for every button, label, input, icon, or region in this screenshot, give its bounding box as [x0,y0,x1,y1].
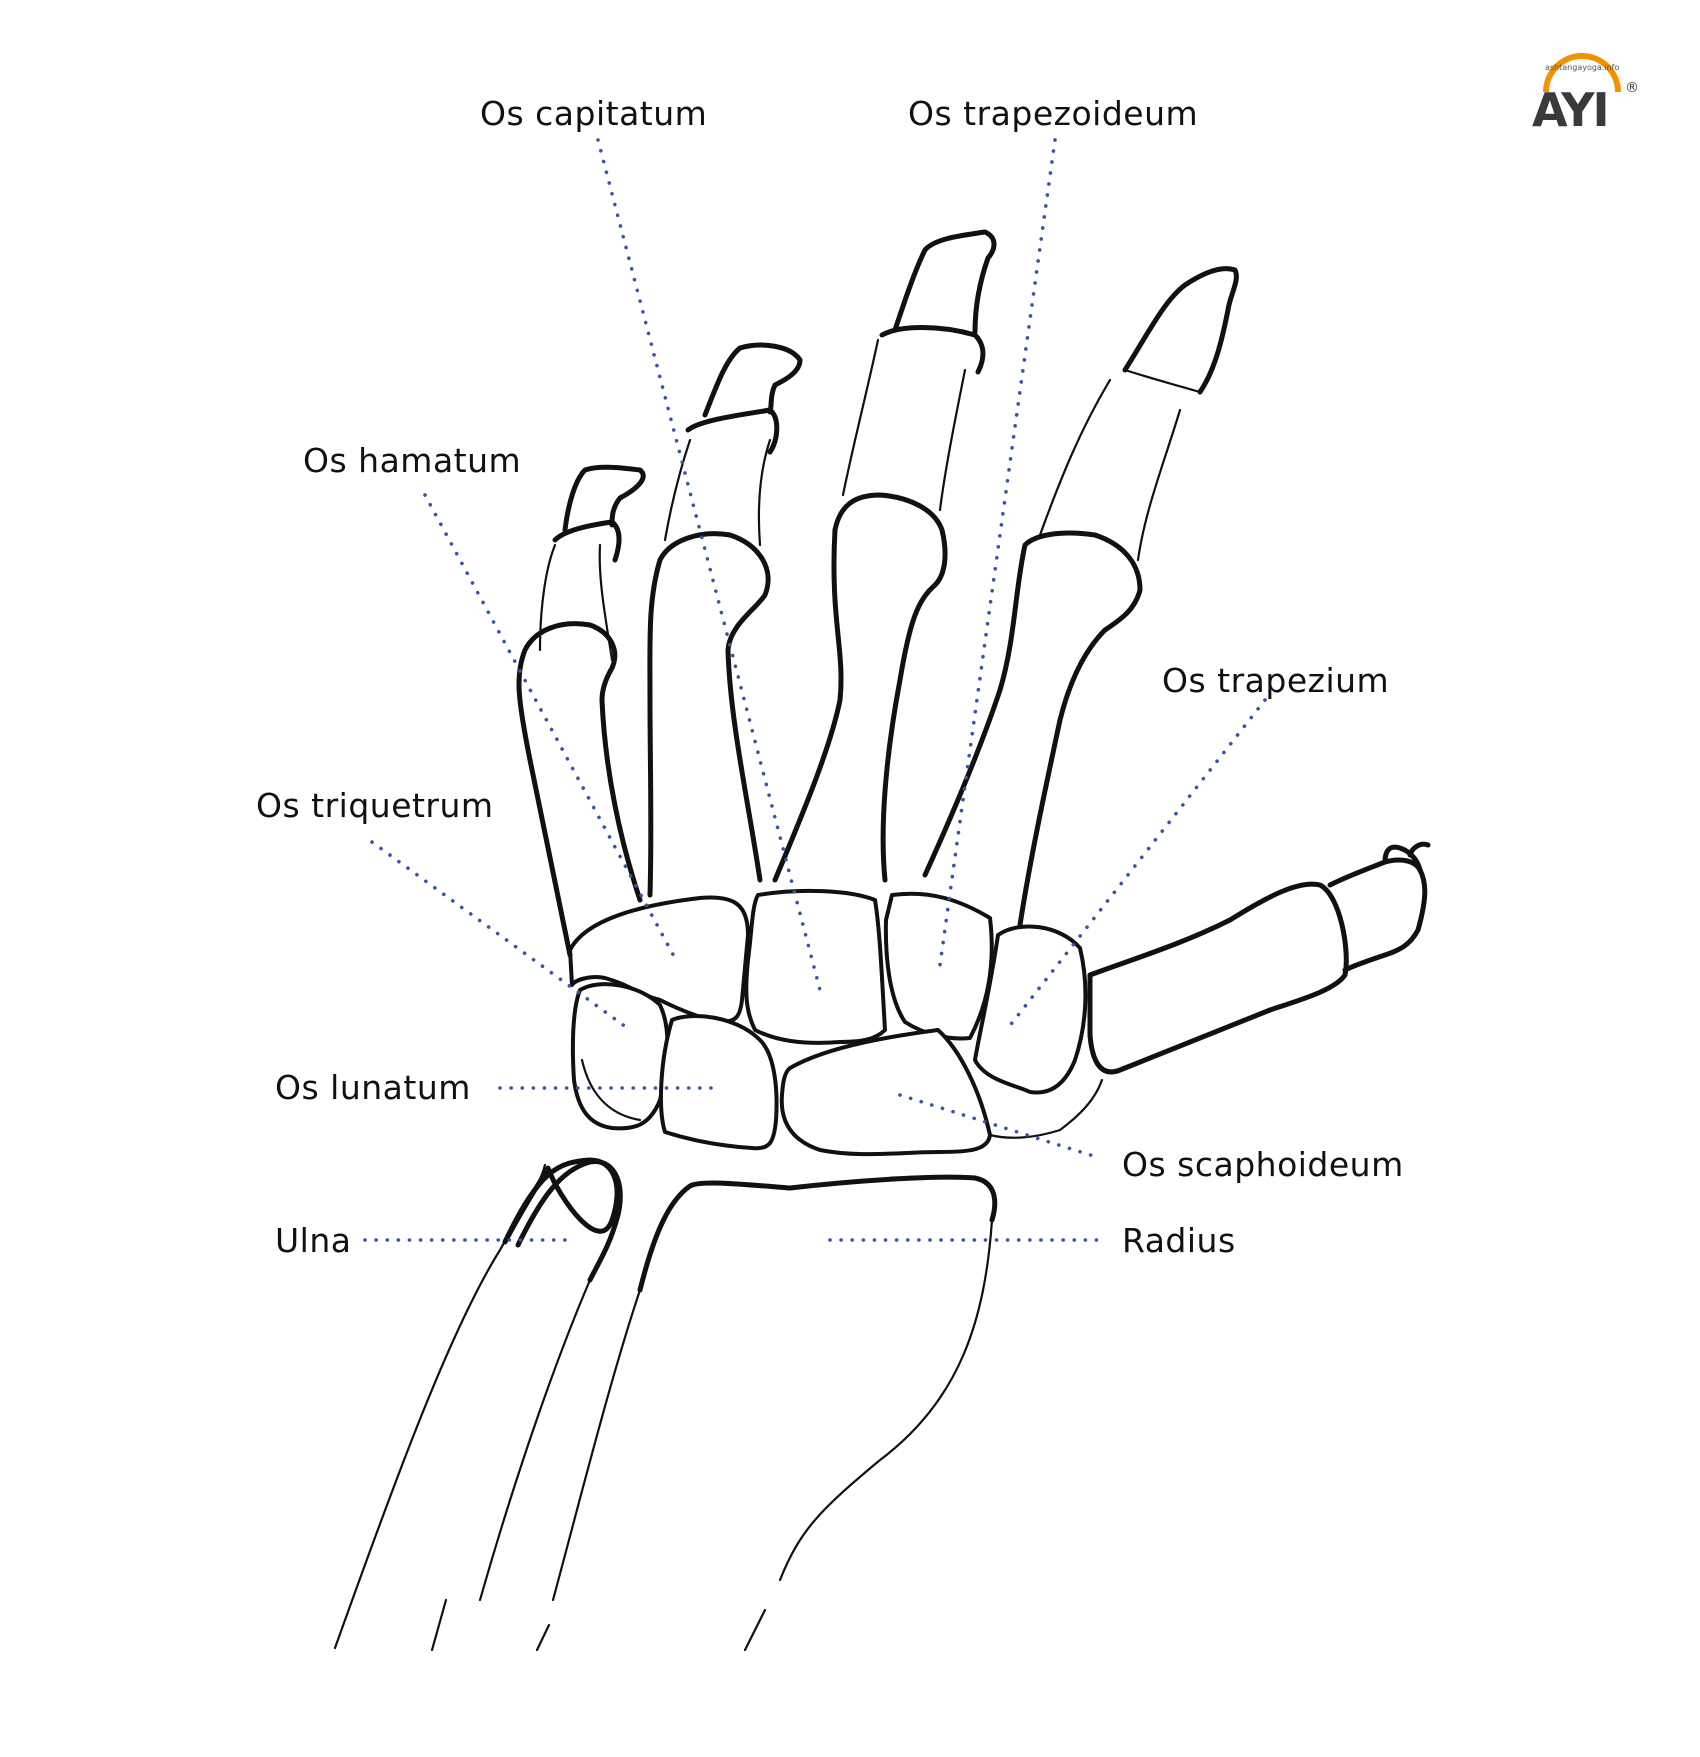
index-finger-proximal [1038,378,1182,562]
leader-lines [363,138,1267,1242]
ulna-break-1 [430,1598,448,1652]
logo-arc-text: ashtangayoga.info [1545,63,1619,72]
middle-finger-joint [879,325,986,375]
scaphoideum-bone [779,1028,992,1157]
ring-finger-joint [685,407,780,455]
little-finger-tip [562,464,646,533]
ring-finger-metacarpal [647,531,771,898]
ulna-head [502,1157,620,1245]
index-finger-tip [1122,266,1239,395]
logo-registered-mark: ® [1625,80,1639,96]
radius-left-shaft [551,1288,642,1602]
thumb-metacarpal [1087,881,1349,1075]
little-finger-proximal [538,543,614,662]
middle-finger-metacarpal [772,492,948,883]
ring-finger-proximal [663,438,772,547]
carpal-bones [568,888,1104,1157]
radius-break [743,1608,767,1652]
thumb-tip [1382,841,1431,873]
radius-top [637,1174,998,1293]
leader-hamatum [423,493,678,962]
ayi-logo: ashtangayoga.info AYI ® [1532,53,1639,137]
ulna-top [515,1159,623,1283]
trapezium-bone [973,924,1088,1095]
little-finger-metacarpal [516,621,643,958]
leader-trapezoideum [938,138,1057,967]
scaphoideum-edge [988,1078,1104,1139]
triquetrum-pisiform [580,1058,642,1122]
index-finger-metacarpal [922,530,1143,928]
ring-finger-tip [702,342,803,418]
label-os-hamatum: Os hamatum [303,441,521,480]
leader-capitatum [596,138,822,992]
leader-triquetrum [370,840,632,1032]
radius-right-shaft [778,1218,994,1582]
finger-bones [516,229,1431,1075]
thumb-phalanx [1327,857,1428,973]
index-finger-joint [1123,368,1202,394]
ulna-shaft-right [478,1278,592,1602]
label-ulna: Ulna [275,1221,351,1260]
leader-scaphoideum [898,1093,1102,1160]
labels: Os capitatum Os trapezoideum Os hamatum … [256,94,1404,1260]
forearm [333,1157,998,1652]
logo-orange-arc [1543,53,1621,93]
label-os-scaphoideum: Os scaphoideum [1122,1145,1404,1184]
label-os-lunatum: Os lunatum [275,1068,471,1107]
trapezoideum-bone [883,891,994,1041]
lunatum-bone [658,1014,779,1151]
label-os-trapezium: Os trapezium [1162,661,1389,700]
middle-finger-tip [892,229,997,335]
leader-trapezium [1006,698,1267,1030]
label-os-capitatum: Os capitatum [480,94,707,133]
ulna-break-2 [535,1623,551,1652]
label-os-triquetrum: Os triquetrum [256,786,494,825]
label-radius: Radius [1122,1221,1236,1260]
label-os-trapezoideum: Os trapezoideum [908,94,1198,133]
triquetrum-bone [570,982,670,1131]
ulna-bone-outline [333,1163,547,1650]
middle-finger-proximal [841,338,967,512]
logo-text: AYI [1532,83,1608,137]
